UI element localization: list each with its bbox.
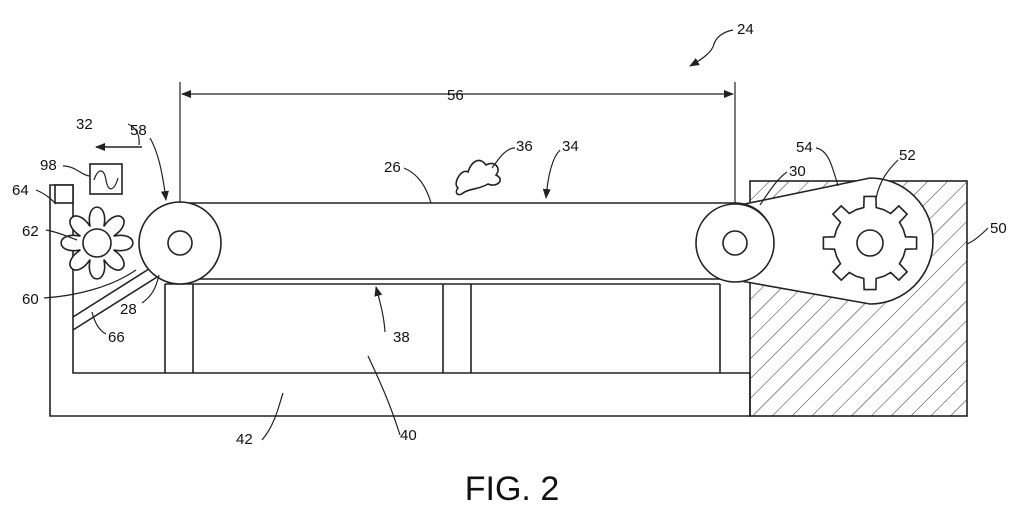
drive-gear bbox=[822, 195, 918, 291]
reference-labels: 24 56 32 58 36 34 26 30 54 52 98 64 62 5… bbox=[12, 21, 1007, 448]
label-42: 42 bbox=[236, 431, 253, 448]
label-58: 58 bbox=[130, 122, 147, 139]
debris-item bbox=[455, 159, 501, 196]
left-pulley bbox=[138, 201, 222, 285]
label-28: 28 bbox=[120, 301, 137, 318]
label-60: 60 bbox=[22, 291, 39, 308]
vibration-device bbox=[89, 163, 123, 195]
support-frame bbox=[164, 283, 721, 373]
label-62: 62 bbox=[22, 223, 39, 240]
label-34: 34 bbox=[562, 138, 579, 155]
label-40: 40 bbox=[400, 427, 417, 444]
label-26: 26 bbox=[384, 159, 401, 176]
label-98: 98 bbox=[40, 157, 57, 174]
sensor-box bbox=[54, 184, 74, 204]
label-66: 66 bbox=[108, 329, 125, 346]
label-64: 64 bbox=[12, 182, 29, 199]
inclined-chute bbox=[72, 261, 166, 331]
label-54: 54 bbox=[796, 139, 813, 156]
right-pulley bbox=[695, 203, 775, 283]
label-56: 56 bbox=[447, 87, 464, 104]
leader-lines bbox=[35, 29, 989, 441]
label-32: 32 bbox=[76, 116, 93, 133]
conveyor-belt bbox=[141, 202, 774, 280]
label-50: 50 bbox=[990, 220, 1007, 237]
figure-caption: FIG. 2 bbox=[465, 470, 559, 508]
label-38: 38 bbox=[393, 329, 410, 346]
label-52: 52 bbox=[899, 147, 916, 164]
label-36: 36 bbox=[516, 138, 533, 155]
dimension-56 bbox=[179, 82, 736, 203]
label-24: 24 bbox=[737, 21, 754, 38]
rotary-brush bbox=[60, 206, 134, 280]
label-30: 30 bbox=[789, 163, 806, 180]
